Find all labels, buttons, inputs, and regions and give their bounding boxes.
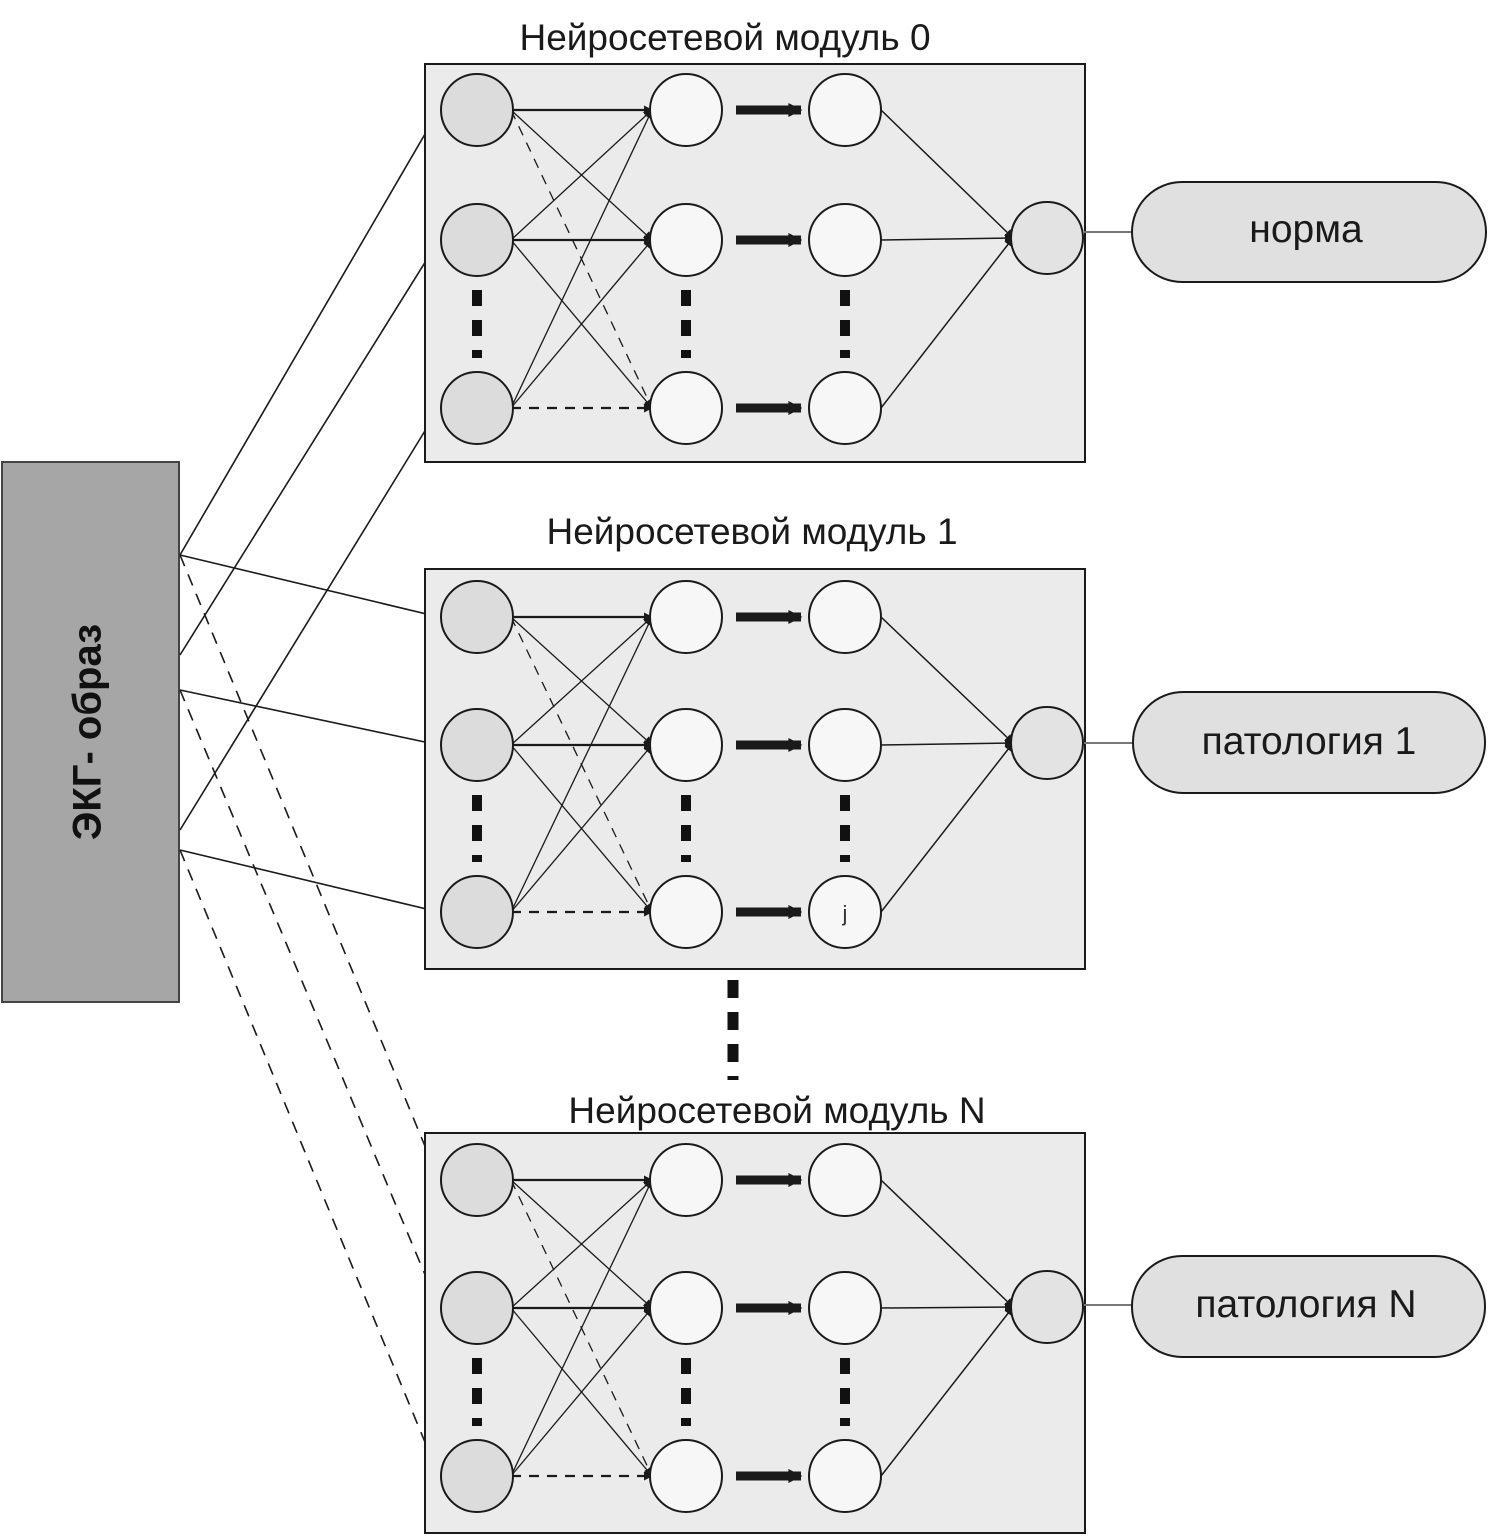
input-neuron — [440, 1439, 514, 1513]
module-box-0 — [424, 63, 1086, 463]
module-box-n — [424, 1132, 1086, 1534]
hidden-neuron — [808, 73, 882, 147]
neural-module-0: Нейросетевой модуль 0 норма — [424, 17, 1487, 463]
hidden-neuron — [649, 580, 723, 654]
input-connection — [179, 689, 441, 1309]
hidden-neuron — [808, 371, 882, 445]
node-label-j: j — [842, 901, 848, 926]
output-pill-1: патология 1 — [1084, 691, 1486, 794]
synapse-line — [510, 616, 653, 913]
hidden-neuron — [808, 1143, 882, 1217]
output-connection — [880, 1179, 1014, 1308]
input-connection — [179, 239, 440, 656]
hidden-neuron — [808, 1271, 882, 1345]
hidden-neuron — [649, 1271, 723, 1345]
input-connection — [179, 849, 440, 915]
synapse-line — [510, 1307, 653, 1477]
hidden-neuron — [649, 875, 723, 949]
module-box-1 — [424, 568, 1086, 970]
module-title-n: Нейросетевой модуль N — [568, 1090, 985, 1131]
hidden-neuron — [649, 708, 723, 782]
output-connection — [880, 1306, 1014, 1477]
input-neuron — [440, 1143, 514, 1217]
input-neuron — [440, 875, 514, 949]
hidden-neuron — [649, 203, 723, 277]
ecg-input-label: ЭКГ- образ — [66, 624, 110, 840]
output-connection — [880, 233, 1014, 243]
output-connection — [880, 1302, 1014, 1312]
neural-module-n: Нейросетевой модуль N патология N — [424, 1090, 1486, 1534]
hidden-neuron — [649, 73, 723, 147]
hidden-neuron — [808, 875, 882, 949]
input-neuron — [440, 371, 514, 445]
module-network-1 — [440, 580, 1084, 949]
module-title-1: Нейросетевой модуль 1 — [546, 511, 957, 552]
hidden-neuron — [649, 371, 723, 445]
hidden-neuron — [649, 1143, 723, 1217]
synapse-line — [510, 1179, 653, 1309]
output-label-n: патология N — [1195, 1283, 1416, 1326]
output-pill-0: норма — [1084, 181, 1487, 283]
input-neuron — [440, 203, 514, 277]
synapse-line — [510, 109, 653, 409]
input-neuron — [440, 708, 514, 782]
output-connection — [880, 742, 1014, 913]
neural-module-1: Нейросетевой модуль 1 j патология 1 — [424, 511, 1486, 970]
output-label-0: норма — [1249, 208, 1363, 251]
input-neuron — [440, 73, 514, 147]
output-neuron — [1010, 201, 1084, 275]
hidden-neuron — [808, 203, 882, 277]
input-connections — [179, 109, 441, 1477]
output-connection — [880, 738, 1014, 748]
synapse-line — [510, 239, 653, 409]
hidden-neuron — [808, 1439, 882, 1513]
input-connection — [179, 109, 440, 556]
input-neuron — [440, 580, 514, 654]
input-connection — [179, 554, 440, 620]
module-network-0 — [440, 73, 1084, 445]
synapse-line — [510, 109, 653, 241]
input-neuron — [440, 1271, 514, 1345]
module-title-0: Нейросетевой модуль 0 — [519, 17, 930, 58]
hidden-neuron — [649, 1439, 723, 1513]
module-network-n — [440, 1143, 1084, 1513]
output-pill-n: патология N — [1084, 1255, 1486, 1358]
hidden-neuron — [808, 708, 882, 782]
output-neuron — [1010, 706, 1084, 780]
ecg-input-block: ЭКГ- образ — [1, 461, 180, 1003]
output-connection — [880, 237, 1014, 409]
input-connection — [179, 407, 440, 831]
output-connection — [880, 109, 1014, 239]
output-connection — [880, 616, 1014, 744]
synapse-line — [510, 744, 653, 913]
input-connection — [179, 849, 441, 1477]
output-label-1: патология 1 — [1202, 720, 1417, 763]
hidden-neuron — [808, 580, 882, 654]
synapse-line — [510, 1179, 653, 1477]
synapse-line — [510, 616, 653, 746]
input-connection — [179, 689, 440, 748]
input-connection — [179, 554, 441, 1181]
output-neuron — [1010, 1270, 1084, 1344]
